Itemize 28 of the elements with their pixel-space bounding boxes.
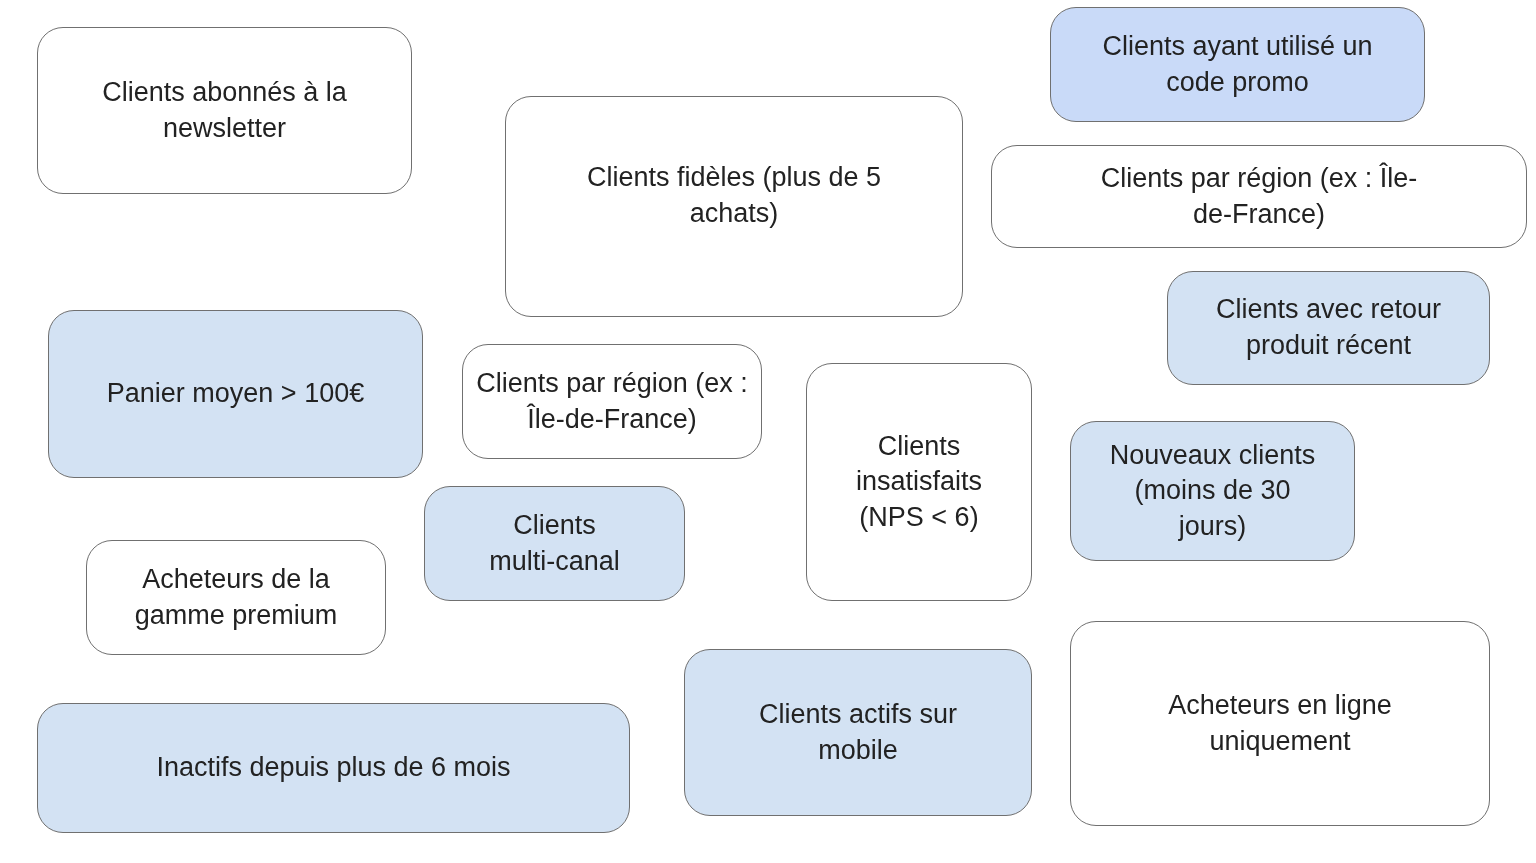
segment-label: Clients par région (ex : Île-de-France) — [1099, 161, 1419, 231]
segment-label: Clients abonnés à la newsletter — [101, 75, 348, 145]
segment-box — [1167, 271, 1490, 385]
segment-label: Clients insatisfaits (NPS < 6) — [854, 429, 984, 534]
segment-label: Acheteurs en ligne uniquement — [1167, 688, 1393, 758]
segment-box — [684, 649, 1032, 816]
segment-box — [86, 540, 386, 655]
segment-box — [37, 27, 412, 194]
segment-box — [1050, 7, 1425, 122]
segment-label: Clients ayant utilisé un code promo — [1101, 29, 1374, 99]
segment-label: Panier moyen > 100€ — [106, 377, 365, 411]
segment-label: Clients actifs sur mobile — [757, 697, 959, 767]
segment-label: Clients par région (ex : Île-de-France) — [475, 366, 749, 436]
segment-box — [37, 703, 630, 833]
segment-label: Acheteurs de la gamme premium — [133, 562, 339, 632]
segment-box — [991, 145, 1527, 248]
segment-label: Clients fidèles (plus de 5 achats) — [585, 160, 883, 230]
segment-label: Nouveaux clients (moins de 30 jours) — [1108, 438, 1317, 543]
segment-label: Clients multi-canal — [488, 508, 621, 578]
segment-box — [806, 363, 1032, 601]
segment-box — [424, 486, 685, 601]
segment-box — [1070, 621, 1490, 826]
segment-box — [48, 310, 423, 478]
segment-box — [462, 344, 762, 459]
segment-box — [1070, 421, 1355, 561]
segment-label: Inactifs depuis plus de 6 mois — [156, 751, 511, 785]
segment-label: Clients avec retour produit récent — [1214, 293, 1443, 362]
segment-box — [505, 96, 963, 317]
